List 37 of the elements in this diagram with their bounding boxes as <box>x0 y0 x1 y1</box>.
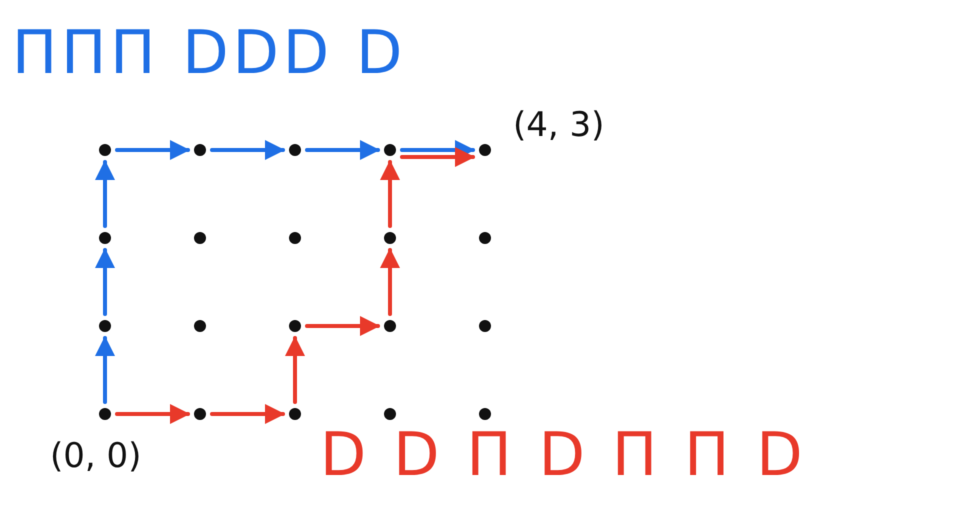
grid-dot <box>289 408 301 420</box>
grid-dot <box>289 144 301 156</box>
arrow <box>380 248 400 316</box>
path-word: D D Π D Π Π D <box>320 420 807 490</box>
grid-dot <box>99 408 111 420</box>
arrow <box>210 140 285 160</box>
coordinate-label: (0, 0) <box>50 436 142 476</box>
arrow <box>305 316 380 336</box>
arrow <box>380 160 400 228</box>
grid-dot <box>194 232 206 244</box>
arrow <box>95 248 115 316</box>
grid-dot <box>479 232 491 244</box>
arrow <box>115 140 190 160</box>
arrow <box>115 404 190 424</box>
grid-dot <box>194 408 206 420</box>
grid-dot <box>289 232 301 244</box>
grid-dot <box>479 144 491 156</box>
arrow <box>210 404 285 424</box>
grid-dot <box>479 320 491 332</box>
grid-dot <box>384 144 396 156</box>
grid-dot <box>479 408 491 420</box>
arrow <box>95 160 115 228</box>
grid-dot <box>384 232 396 244</box>
arrow <box>285 336 305 404</box>
grid-dot <box>289 320 301 332</box>
grid-dot <box>194 144 206 156</box>
grid-dot <box>99 320 111 332</box>
path-word: ΠΠΠ DDD D <box>12 18 406 88</box>
grid-dot <box>384 320 396 332</box>
grid-dot <box>194 320 206 332</box>
arrow <box>400 147 475 167</box>
arrow <box>305 140 380 160</box>
coordinate-label: (4, 3) <box>513 105 604 145</box>
grid-dot <box>99 232 111 244</box>
grid-dot <box>384 408 396 420</box>
arrow <box>95 336 115 404</box>
grid-dot <box>99 144 111 156</box>
